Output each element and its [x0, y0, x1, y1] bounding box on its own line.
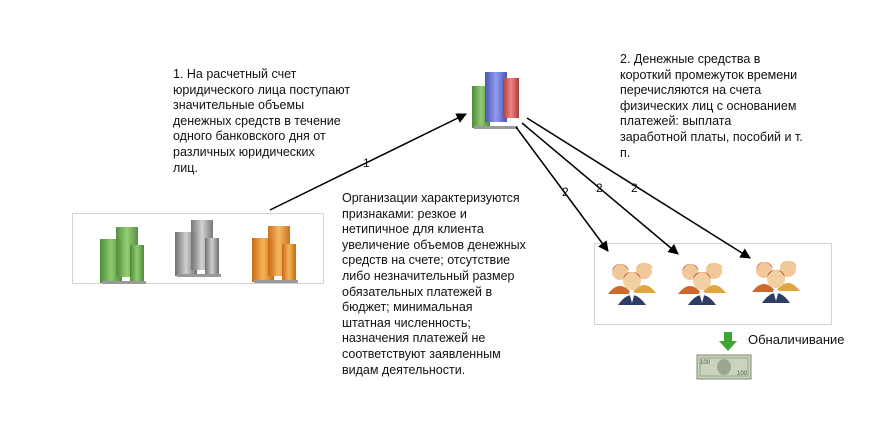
gray-building-icon: [175, 220, 221, 277]
organization-features-text: Организации характеризуются признаками: …: [342, 191, 526, 377]
arrow-2a: [515, 126, 609, 252]
arrow-2b: [521, 122, 679, 255]
arrow-label-1: 1: [363, 156, 370, 170]
arrow-label-2b: 2: [596, 181, 603, 195]
dollar-banknote-icon: 100 100: [696, 354, 752, 380]
incoming-funds-text: 1. На расчетный счет юридического лица п…: [173, 67, 351, 175]
green-down-arrow-icon: [719, 332, 737, 351]
outgoing-funds-text: 2. Денежные средства в короткий промежут…: [620, 52, 803, 160]
green-building-icon: [100, 227, 146, 284]
people-group-icon: [678, 263, 726, 305]
orange-building-icon: [252, 226, 298, 283]
people-group-icon: [752, 261, 800, 303]
arrow-2c: [526, 117, 751, 259]
arrow-label-2a: 2: [562, 185, 569, 199]
people-group-icon: [608, 263, 656, 305]
banknote-denomination-right: 100: [737, 371, 748, 377]
arrow-1: [269, 113, 467, 211]
arrow-label-2c: 2: [631, 181, 638, 195]
multicolor-building-icon: [472, 72, 519, 129]
cashout-label: Обналичивание: [748, 332, 845, 347]
banknote-denomination-left: 100: [700, 360, 711, 366]
